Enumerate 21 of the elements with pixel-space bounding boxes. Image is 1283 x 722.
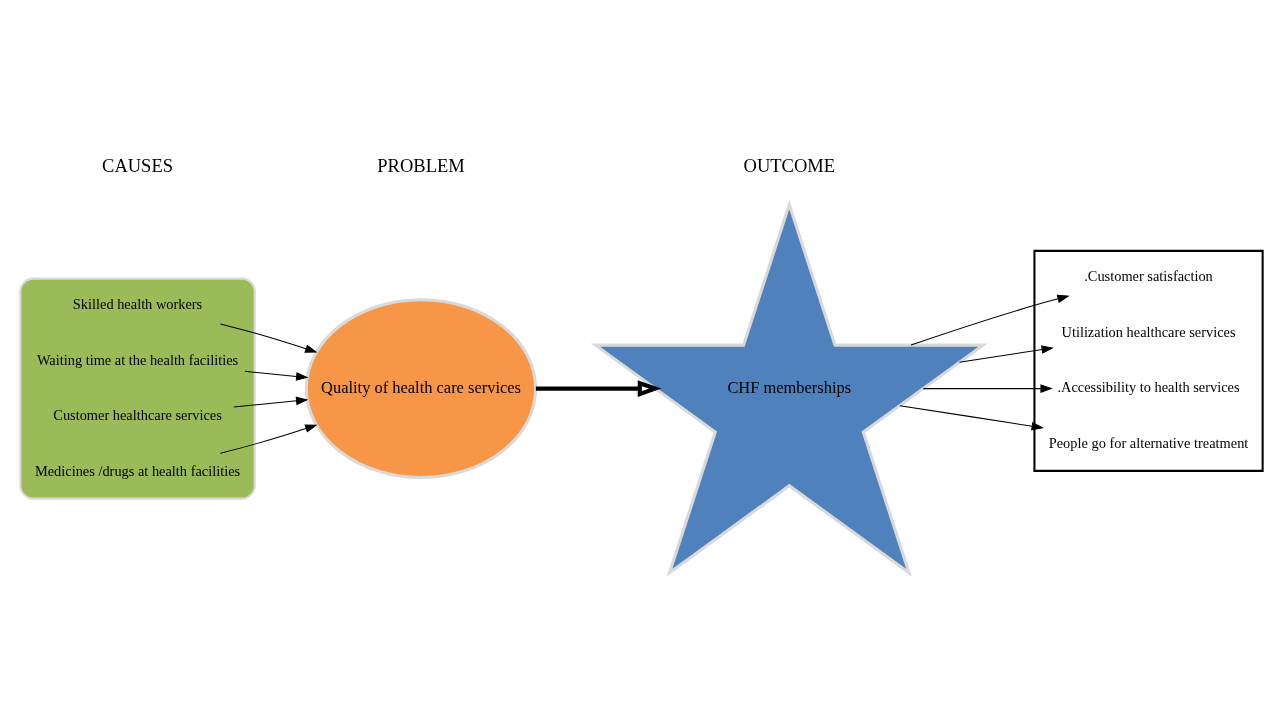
node-text: Medicines /drugs at health facilities: [34, 462, 241, 479]
node-text: Customer healthcare services: [53, 407, 222, 424]
arrow: [219, 424, 318, 454]
node-text: Skilled health workers: [72, 296, 203, 313]
arrow: [910, 294, 1070, 346]
node-text: .Customer satisfaction: [1084, 268, 1213, 285]
node-text: Waiting time at the health facilities: [36, 351, 239, 368]
arrow: [244, 370, 309, 381]
label: CAUSES: [102, 156, 174, 177]
cluster: [19, 277, 256, 500]
node-text: Utilization healthcare services: [1061, 323, 1236, 340]
arrow: [233, 396, 309, 408]
label: PROBLEM: [377, 156, 465, 177]
arrow: [958, 345, 1054, 363]
node-text: People go for alternative treatment: [1048, 434, 1249, 451]
arrow: [219, 323, 318, 353]
arrow: [922, 384, 1053, 393]
arrow: [899, 405, 1044, 431]
node-text: .Accessibility to health services: [1057, 379, 1240, 396]
label: OUTCOME: [743, 156, 836, 177]
arrow: [535, 380, 662, 397]
